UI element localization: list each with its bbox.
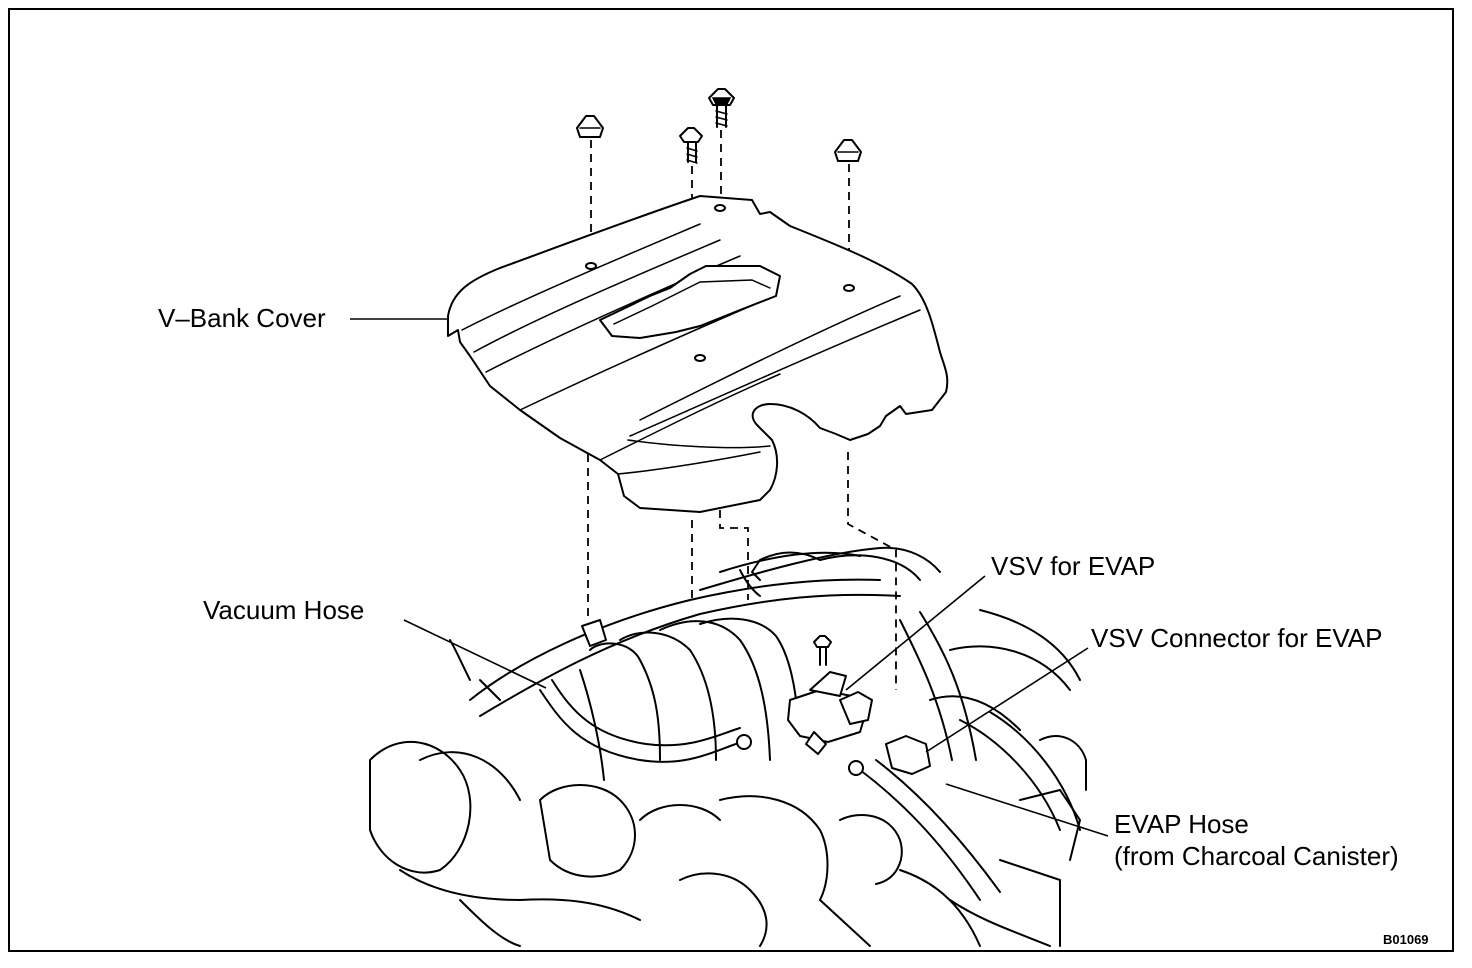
- label-vsv-connector: VSV Connector for EVAP: [1091, 623, 1383, 653]
- figure-frame: [8, 8, 1454, 952]
- leader-evap-hose: [945, 783, 1109, 837]
- label-vsv-for-evap: VSV for EVAP: [991, 551, 1156, 581]
- label-evap-hose-source: (from Charcoal Canister): [1114, 841, 1399, 871]
- label-v-bank-cover: V–Bank Cover: [158, 303, 326, 333]
- leader-vsv-connector: [925, 647, 1089, 753]
- cover-bolt-top: [708, 88, 735, 128]
- engine-assembly: [369, 546, 1087, 947]
- leader-vacuum-hose: [403, 619, 547, 689]
- cover-nut-left: [576, 115, 604, 138]
- figure-code: B01069: [1383, 932, 1429, 947]
- leader-vsv-evap: [845, 575, 986, 691]
- label-vacuum-hose: Vacuum Hose: [203, 595, 365, 625]
- v-bank-cover: [447, 195, 949, 513]
- cover-bolt-center: [679, 127, 703, 164]
- label-evap-hose: EVAP Hose: [1114, 809, 1249, 839]
- cover-nut-right: [834, 139, 862, 162]
